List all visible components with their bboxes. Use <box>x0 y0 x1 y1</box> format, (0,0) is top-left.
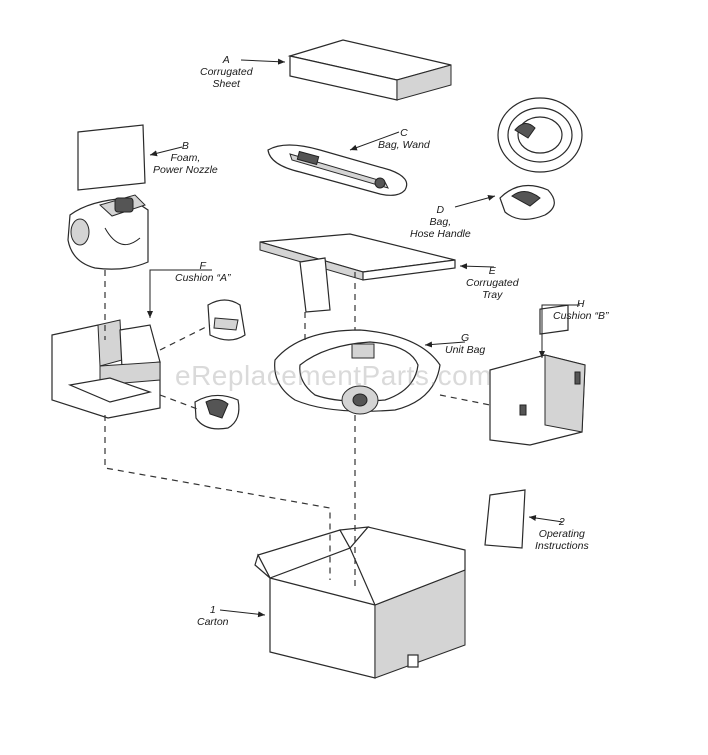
callout-b: B Foam, Power Nozzle <box>153 140 218 176</box>
leader-c <box>349 131 400 151</box>
callout-e-line1: Corrugated <box>466 277 519 289</box>
watermark: eReplacementParts.com <box>175 360 493 391</box>
leader-e <box>459 263 495 270</box>
callout-2-line2: Instructions <box>535 540 589 552</box>
callout-a: A Corrugated Sheet <box>200 54 253 90</box>
leader-1 <box>219 609 266 618</box>
callout-c-line1: Bag, Wand <box>378 139 430 151</box>
leader-g <box>424 341 466 348</box>
callout-d: D Bag, Hose Handle <box>410 204 471 240</box>
callout-b-letter: B <box>181 140 189 152</box>
wand-bag-part <box>267 144 408 196</box>
unit-bag-part <box>274 329 441 415</box>
callout-d-line2: Hose Handle <box>410 228 471 240</box>
callout-e: E Corrugated Tray <box>466 265 519 301</box>
foam-power-nozzle-part <box>77 124 146 191</box>
cushion-b-part <box>489 304 586 446</box>
callout-h-letter: H <box>576 298 585 310</box>
corrugated-tray-part <box>259 233 456 313</box>
callout-a-line2: Sheet <box>212 78 240 90</box>
callout-f-letter: F <box>199 260 206 272</box>
small-insert-bottom-part <box>194 394 240 430</box>
assembly-dashed-lines <box>104 270 491 590</box>
callout-b-line1: Foam, <box>170 152 201 164</box>
callout-f: F Cushion “A” <box>175 260 230 284</box>
leader-2 <box>528 515 564 523</box>
operating-instructions-part <box>484 489 526 549</box>
leader-b <box>149 146 183 157</box>
callout-a-line1: Corrugated <box>200 66 253 78</box>
power-nozzle-part <box>67 194 149 270</box>
callout-c: C Bag, Wand <box>378 127 430 151</box>
leader-f <box>147 269 212 318</box>
callout-d-letter: D <box>436 204 445 216</box>
callout-f-line1: Cushion “A” <box>175 272 231 284</box>
leader-a <box>240 58 286 65</box>
callout-e-line2: Tray <box>482 289 503 301</box>
hose-coil-part <box>497 97 583 173</box>
leader-h <box>539 304 580 358</box>
callout-2: 2 Operating Instructions <box>535 516 589 552</box>
callout-h: H Cushion “B” <box>553 298 608 322</box>
callout-2-letter: 2 <box>558 516 565 528</box>
callout-d-line1: Bag, <box>429 216 452 228</box>
hose-handle-bag-part <box>499 184 555 220</box>
callout-b-line2: Power Nozzle <box>153 164 218 176</box>
small-insert-top-part <box>207 299 246 341</box>
corrugated-sheet-part <box>287 39 452 101</box>
carton-part <box>254 526 466 679</box>
callout-1-letter: 1 <box>209 604 216 616</box>
cushion-a-part <box>51 319 161 419</box>
callout-e-letter: E <box>488 265 496 277</box>
callout-1: 1 Carton <box>197 604 229 628</box>
callout-h-line1: Cushion “B” <box>553 310 609 322</box>
leader-d <box>454 194 496 208</box>
callout-1-line1: Carton <box>197 616 229 628</box>
callout-g: G Unit Bag <box>445 332 485 356</box>
callout-g-letter: G <box>461 332 470 344</box>
callout-c-letter: C <box>400 127 408 139</box>
callout-g-line1: Unit Bag <box>445 344 486 356</box>
callout-2-line1: Operating <box>538 528 585 540</box>
callout-a-letter: A <box>222 54 230 66</box>
